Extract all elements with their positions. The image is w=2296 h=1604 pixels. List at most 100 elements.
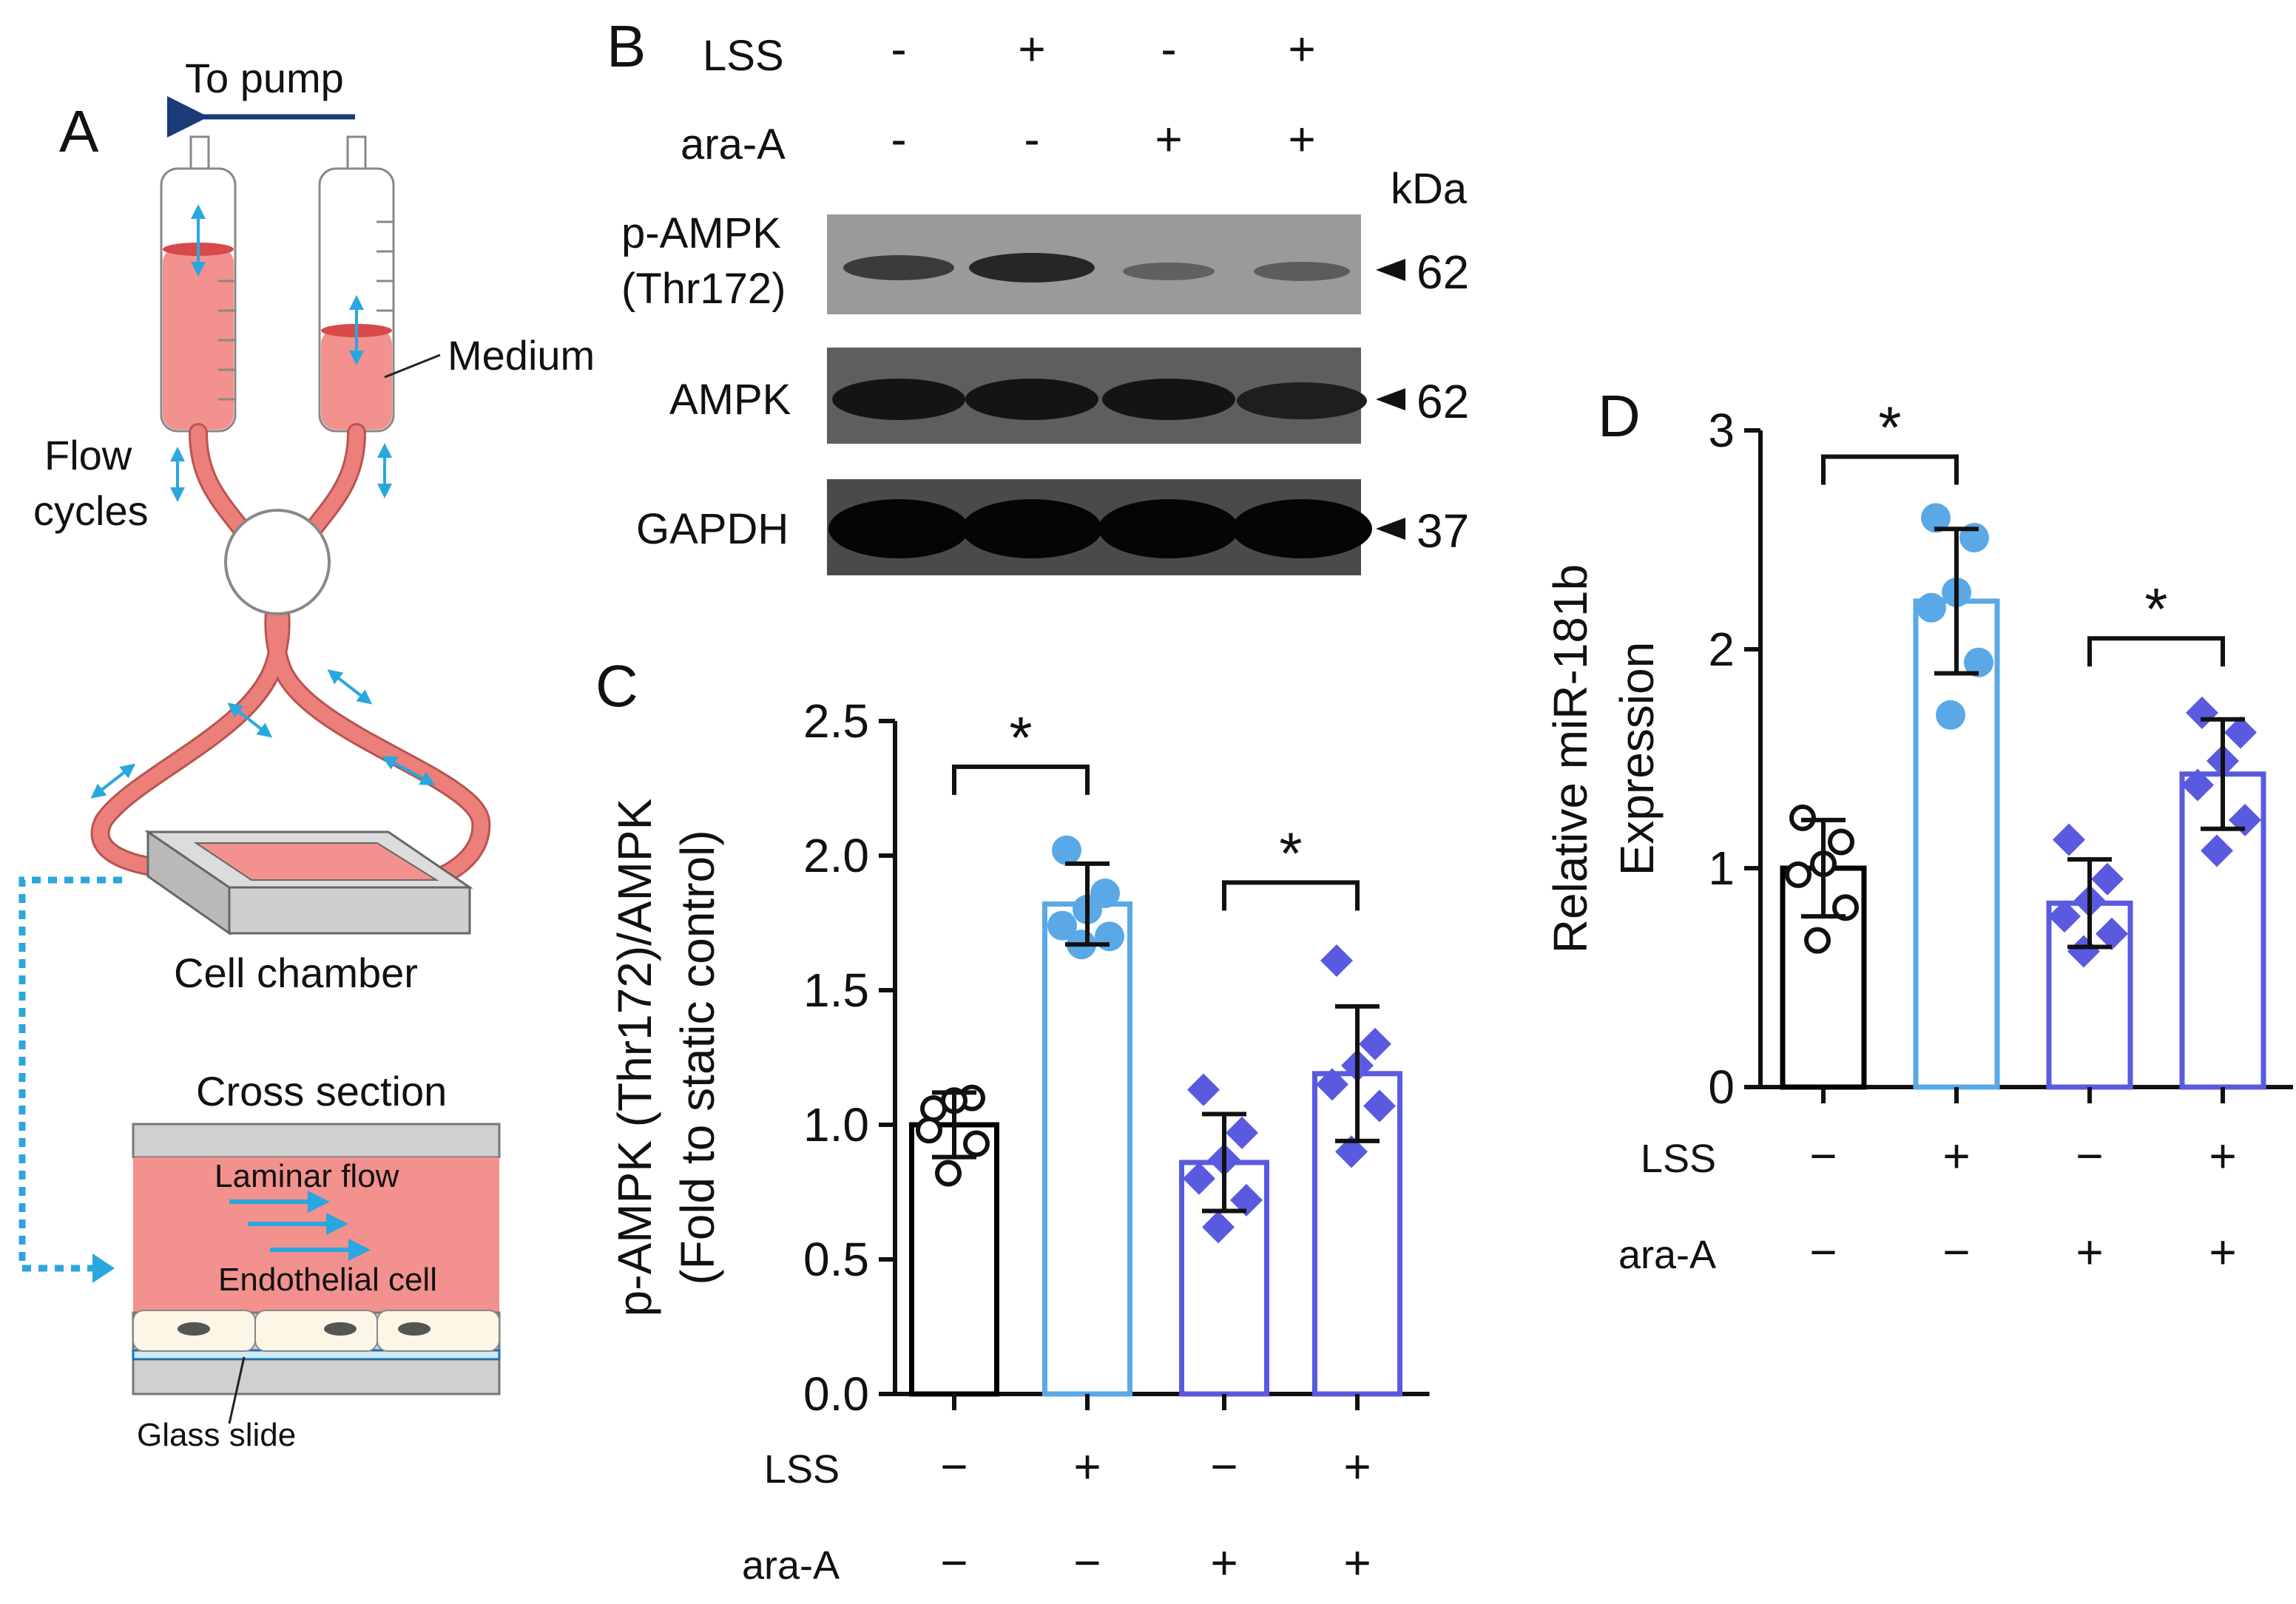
cross-section-diagram: [132, 1123, 501, 1424]
condition-sign: −: [1809, 1225, 1837, 1279]
data-point: [1226, 1116, 1258, 1149]
data-point: [1964, 647, 1993, 677]
data-point: [2224, 716, 2257, 749]
blot-sign: -: [1024, 112, 1039, 166]
medium-leader-line: [384, 353, 441, 379]
band-label-pampk-site: (Thr172): [621, 265, 786, 313]
condition-sign: +: [1942, 1129, 1970, 1182]
chart-c: 0.00.51.01.52.02.5p-AMPK (Thr172)/AMPK(F…: [608, 694, 1430, 1589]
significance-bracket: [2087, 636, 2225, 667]
y-tick-label: 0.0: [803, 1367, 869, 1421]
blot-sign: -: [1161, 22, 1176, 75]
data-point: [2181, 768, 2214, 802]
blot-condition-araa-label: ara-A: [681, 121, 786, 169]
to-pump-label: To pump: [185, 55, 344, 101]
condition-sign: +: [1343, 1440, 1371, 1493]
data-point: [1320, 944, 1353, 977]
condition-sign: −: [2076, 1129, 2103, 1182]
band-label-pampk: p-AMPK: [621, 209, 781, 257]
data-point: [1359, 1027, 1391, 1060]
y-axis-title: p-AMPK (Thr172)/AMPK: [608, 799, 661, 1317]
condition-sign: +: [2209, 1225, 2236, 1279]
condition-sign: −: [1942, 1225, 1970, 1279]
flow-arrows: [90, 443, 436, 799]
y-tick-label: 2.0: [803, 829, 869, 882]
significance-label: *: [1878, 395, 1901, 461]
syringe-left: [160, 135, 237, 433]
y-tick-label: 0.5: [803, 1233, 869, 1286]
blot-condition-lss-label: LSS: [703, 32, 784, 80]
condition-sign: +: [1343, 1536, 1371, 1589]
data-point: [2229, 803, 2261, 836]
condition-label: ara-A: [742, 1543, 840, 1588]
data-point: [916, 1117, 942, 1144]
endothelial-cell-label: Endothelial cell: [218, 1262, 437, 1298]
y-axis-title-2: (Fold to static control): [671, 830, 724, 1285]
data-point: [1047, 910, 1077, 941]
data-point: [1804, 927, 1831, 954]
laminar-flow-label: Laminar flow: [215, 1158, 399, 1194]
connector-dotted: [18, 876, 122, 1272]
blot-sign: -: [891, 112, 906, 166]
condition-sign: −: [940, 1536, 968, 1589]
significance-bracket: [1821, 454, 1959, 485]
flow-cycles-label-1: Flow: [44, 432, 132, 478]
condition-sign: +: [2209, 1129, 2236, 1182]
kda-value-gapdh: 37: [1417, 504, 1469, 558]
panel-letter-a: A: [59, 98, 99, 164]
blot-sign: -: [891, 22, 906, 75]
significance-bracket: [952, 764, 1090, 795]
condition-sign: +: [1073, 1440, 1101, 1493]
y-tick-label: 2.5: [803, 694, 869, 748]
condition-sign: −: [940, 1440, 968, 1493]
condition-label: LSS: [764, 1447, 840, 1492]
data-point: [2186, 696, 2218, 729]
y-tick-label: 2: [1708, 623, 1735, 676]
blot-sign: +: [1018, 22, 1045, 75]
data-point: [1183, 1162, 1215, 1195]
data-point: [1917, 592, 1946, 623]
glass-slide-label: Glass slide: [137, 1417, 296, 1453]
blot-sign: +: [1288, 112, 1315, 166]
data-point: [1936, 700, 1965, 730]
blot-strip-gapdh: [827, 479, 1372, 575]
flow-cycles-label-2: cycles: [33, 487, 149, 534]
connector-arrowhead: [92, 1253, 115, 1283]
y-tick-label: 1.0: [803, 1098, 869, 1151]
y-tick-label: 0: [1708, 1060, 1735, 1114]
significance-label: *: [1009, 705, 1032, 771]
y-axis-title: Relative miR-181b: [1544, 564, 1597, 953]
kda-label: kDa: [1391, 165, 1468, 213]
condition-sign: −: [1073, 1536, 1101, 1589]
panel-letter-c: C: [595, 653, 638, 719]
pump-wheel: [224, 509, 331, 615]
data-point: [1095, 921, 1124, 952]
significance-label: *: [2144, 576, 2167, 642]
y-axis-title-2: Expression: [1610, 642, 1664, 876]
data-point: [1316, 1068, 1348, 1101]
data-point: [2053, 823, 2085, 856]
kda-marker-ampk: [1376, 388, 1405, 410]
condition-label: ara-A: [1618, 1233, 1716, 1277]
condition-label: LSS: [1641, 1137, 1716, 1181]
data-point: [2048, 900, 2081, 933]
data-point: [1921, 503, 1951, 533]
band-label-gapdh: GAPDH: [636, 505, 789, 553]
panel-b-western-blot: B LSS ara-A kDa p-AMPK (Thr172) AMPK GAP…: [607, 13, 1469, 575]
kda-marker-pampk: [1376, 259, 1405, 281]
band-label-ampk: AMPK: [669, 376, 791, 424]
panel-a-schematic: A To pump: [18, 55, 595, 1453]
bar: [1042, 901, 1132, 1397]
kda-value-pampk: 62: [1417, 246, 1469, 299]
significance-bracket: [1222, 880, 1360, 911]
blot-strip-pampk: [827, 214, 1361, 314]
data-point: [935, 1160, 962, 1187]
tubing: [90, 423, 491, 893]
data-point: [1052, 835, 1081, 865]
medium-label: Medium: [448, 332, 595, 379]
condition-sign: +: [1210, 1536, 1238, 1589]
data-point: [2091, 862, 2124, 896]
data-point: [1187, 1073, 1220, 1106]
data-point: [1832, 894, 1859, 921]
